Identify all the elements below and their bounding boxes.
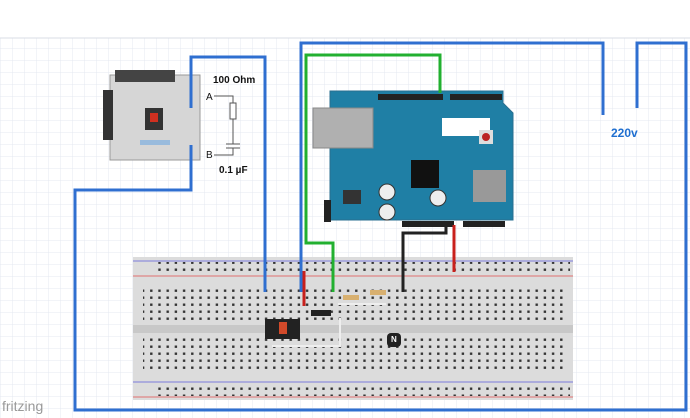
resistor-2[interactable] <box>370 290 386 295</box>
wire-black[interactable] <box>401 225 448 292</box>
wire-green[interactable] <box>304 53 442 292</box>
diode[interactable] <box>311 310 331 316</box>
point-b-label: B <box>206 150 213 161</box>
wire-blue-mains[interactable] <box>299 41 605 292</box>
voltage-label: 220v <box>611 126 638 140</box>
fritzing-watermark: fritzing <box>2 398 44 414</box>
wire-blue-contactor-top[interactable] <box>189 55 267 292</box>
transistor[interactable] <box>387 333 401 347</box>
snubber-schematic <box>214 95 240 156</box>
point-a-label: A <box>206 92 213 103</box>
arduino-ethernet-shield[interactable] <box>312 90 514 227</box>
transistor-label: N <box>391 335 397 344</box>
capacitor-value-label: 0.1 µF <box>219 165 248 176</box>
breadboard[interactable] <box>133 257 573 400</box>
relay-module[interactable] <box>265 319 300 339</box>
jumper-white <box>272 303 386 347</box>
contactor-relay[interactable] <box>103 70 201 161</box>
resistor-value-label: 100 Ohm <box>213 75 256 86</box>
resistor-1[interactable] <box>343 295 359 300</box>
wire-blue-contactor-bottom[interactable] <box>73 41 688 412</box>
